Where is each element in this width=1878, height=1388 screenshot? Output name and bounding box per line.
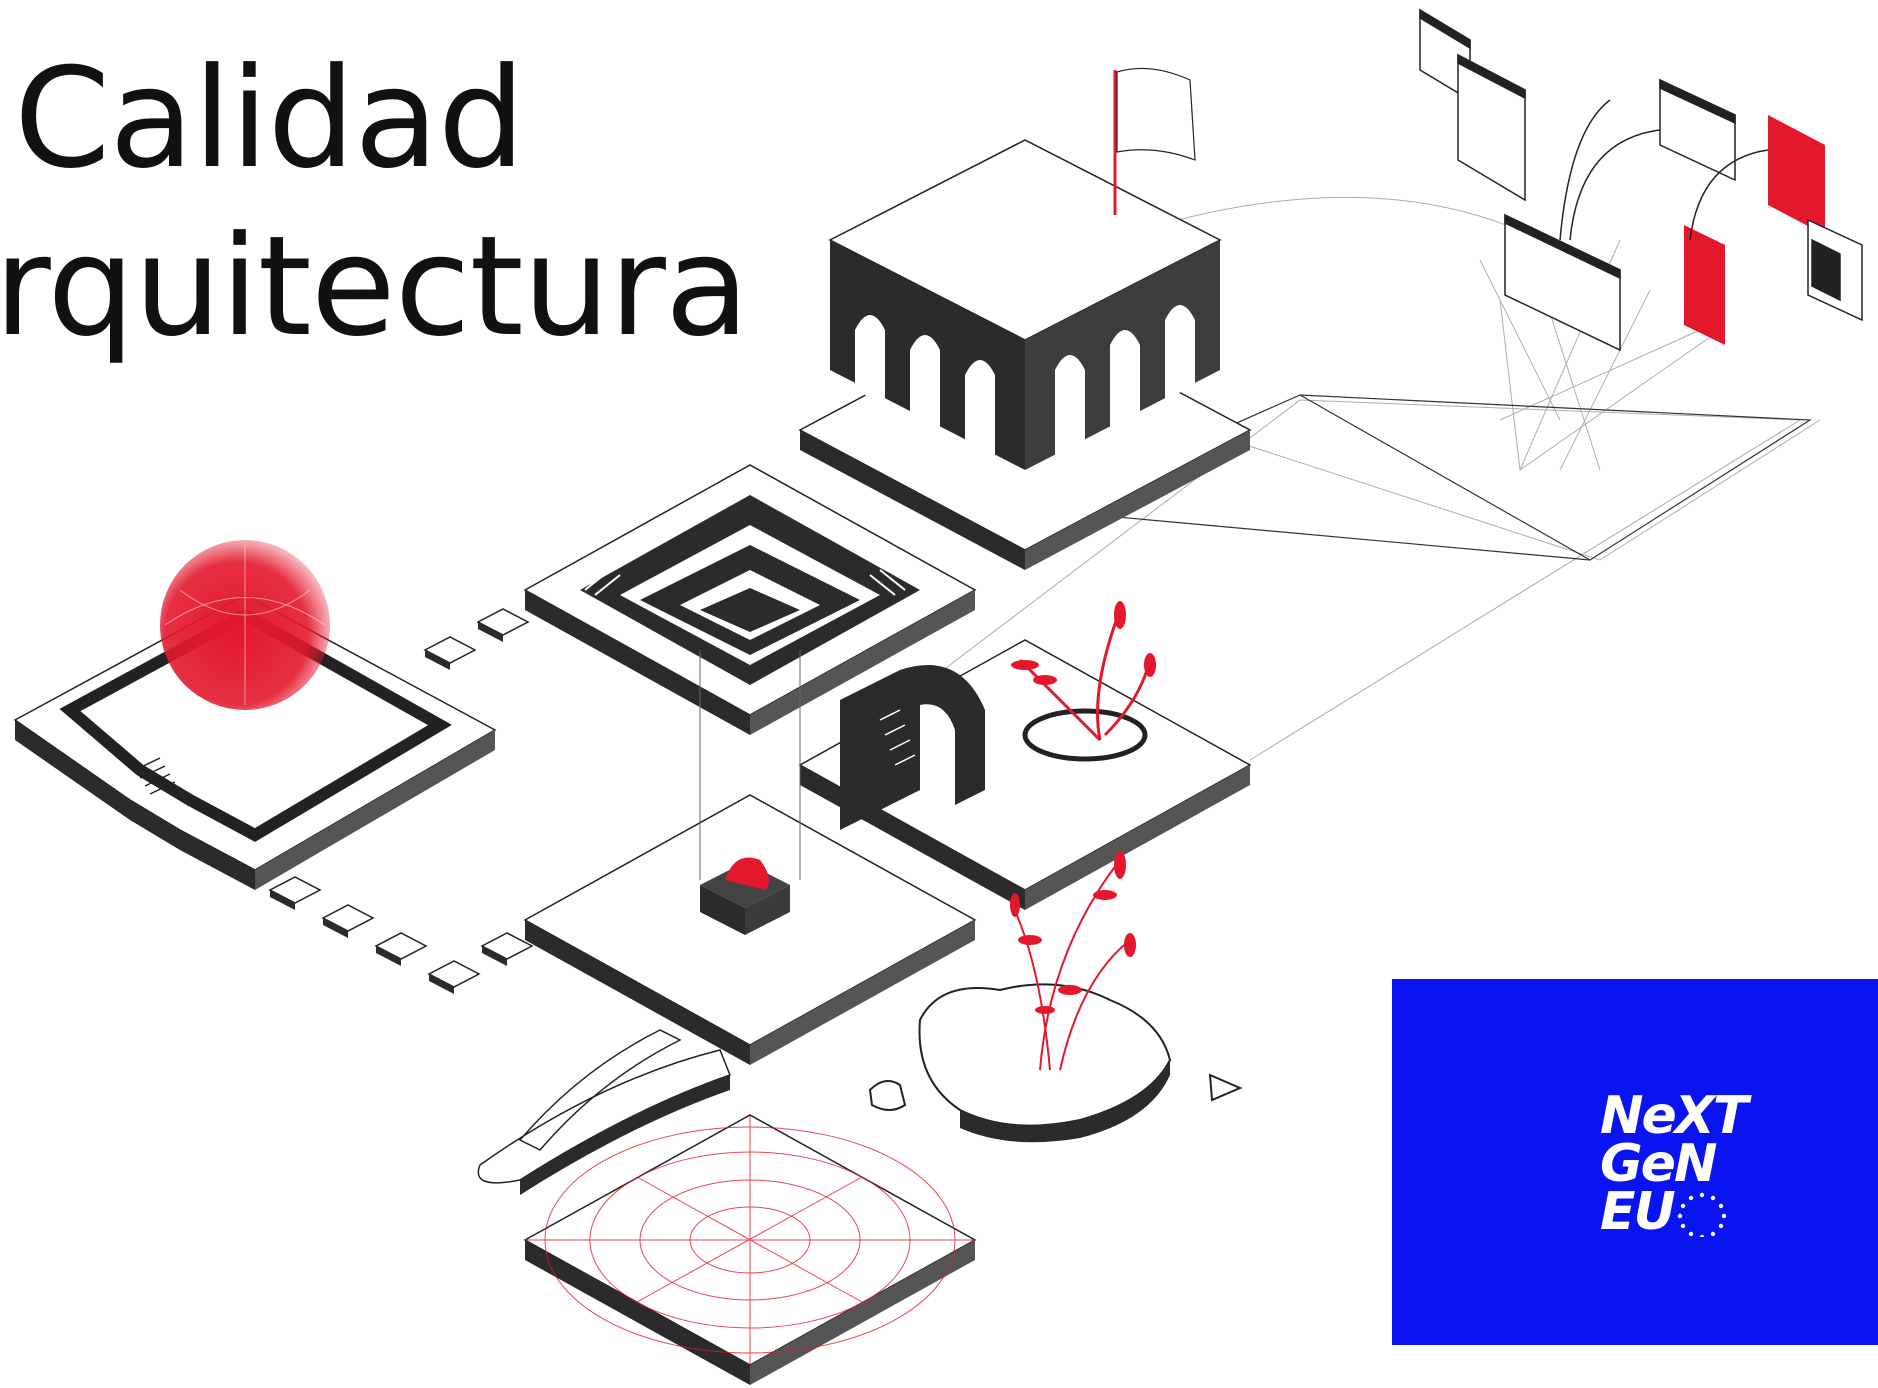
floating-windows [1419,8,1863,352]
arch-plate [798,601,1252,910]
radial-grid-plate [523,1114,977,1385]
ramp [477,1029,731,1195]
arcade-building [798,67,1252,570]
next-gen-eu-logo: NeXT GeN EU [1600,1087,1754,1237]
logo-line-3: EU [1600,1182,1676,1237]
grid-box-plate [523,650,977,1065]
guide-lines [929,196,1821,761]
stepping-tile-sides [270,622,507,994]
title-line-2: rquitectura [0,206,749,367]
next-gen-eu-badge: NeXT GeN EU [1392,979,1878,1345]
nested-well [523,464,977,735]
eu-stars-icon [1677,1192,1727,1237]
logo-line-2: GeN [1600,1134,1717,1194]
title-line-1: Calidad [14,38,525,199]
logo-line-1: NeXT [1600,1087,1752,1146]
island-with-plants [868,851,1243,1143]
pool-with-sphere [13,540,497,890]
stepping-tiles [268,608,534,988]
